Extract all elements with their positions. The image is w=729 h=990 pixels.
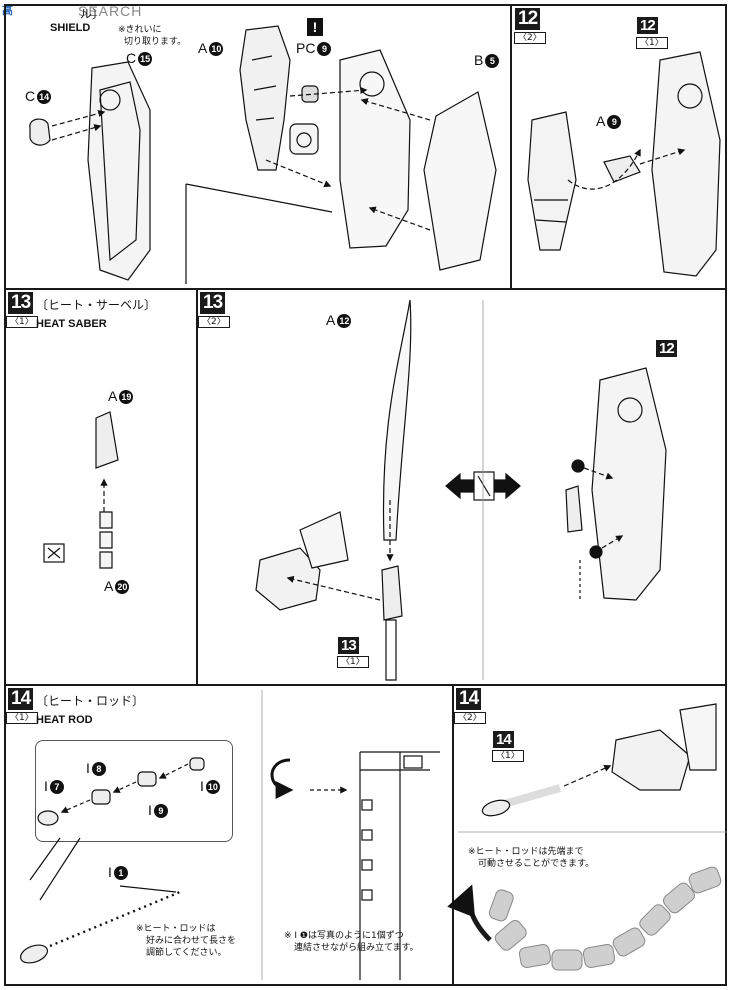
heat-rod-length-note-1: ※ヒート・ロッドは — [136, 924, 216, 934]
runner-note-1: ※ I ❶は写真のように1個ずつ — [284, 931, 404, 941]
step13-2-number: 13 — [200, 292, 226, 314]
step13-2-sub: 〈2〉 — [198, 316, 230, 328]
frame-a10 — [239, 25, 291, 171]
runner-frame — [359, 751, 440, 980]
step14-2-note-1: ※ヒート・ロッドは先端まで — [468, 847, 584, 857]
step12-1-title-jp: ル〕 — [80, 7, 105, 21]
shield-part-b5 — [423, 91, 497, 271]
step13-1-number: 13 — [8, 292, 34, 314]
shield-with-saber — [591, 367, 667, 601]
step13-2-right-ref-number: 12 — [656, 340, 677, 357]
saber-chain-a20 — [99, 511, 113, 569]
step13-1-title-jp: 〔ヒート・サーベル〕 — [36, 298, 157, 312]
step13-1-title-en: HEAT SABER — [36, 318, 107, 330]
step14-1-number: 14 — [8, 688, 34, 710]
caution-icon: ! — [307, 18, 323, 36]
step14-2-number: 14 — [456, 688, 482, 710]
rod-segment-i8 — [91, 789, 111, 805]
watermark-text: SEARCH — [78, 3, 143, 19]
step14-2-ref-sub: 〈1〉 — [492, 750, 524, 762]
shield-part-center — [339, 49, 411, 249]
hand-heat-rod — [611, 729, 691, 791]
step12-1-note-2: 切り取ります。 — [124, 37, 187, 47]
step14-2-sub: 〈2〉 — [454, 712, 486, 724]
step13-2-ref-sub: 〈1〉 — [337, 656, 369, 668]
arm-part — [527, 111, 577, 251]
step12-2-sub: 〈2〉 — [514, 32, 546, 44]
heat-rod-length-note-2: 好みに合わせて長さを — [146, 936, 237, 946]
step14-1-sub: 〈1〉 — [6, 712, 38, 724]
step12-2-number: 12 — [515, 8, 541, 30]
step14-1-title-en: HEAT ROD — [36, 714, 93, 726]
shield-assembled — [651, 51, 721, 277]
saber-blade-a12 — [382, 299, 412, 541]
saber-hilt-a19 — [95, 411, 119, 469]
grip-a9 — [603, 155, 641, 183]
heat-rod-length-note-3: 調節してください。 — [146, 948, 227, 958]
step14-2-note-2: 可動させることができます。 — [478, 859, 595, 869]
rod-tip-i7 — [37, 810, 59, 826]
step13-1-sub: 〈1〉 — [6, 316, 38, 328]
saber-hilt — [381, 565, 403, 621]
peg-c14 — [29, 118, 51, 146]
curve-arrow-icon — [447, 884, 492, 942]
rod-segment-i9 — [137, 771, 157, 787]
heat-rod-parts-box — [35, 740, 233, 842]
step13-2-ref-number: 13 — [338, 637, 359, 654]
step14-1-title-jp: 〔ヒート・ロッド〕 — [36, 694, 145, 708]
heat-rod-photo — [488, 866, 722, 971]
rod-segment-i10 — [189, 757, 205, 771]
step12-1-note-1: ※きれいに — [118, 25, 162, 35]
runner-note-2: 連結させながら組み立てます。 — [294, 943, 419, 953]
panel-step14-2 — [452, 684, 727, 986]
step12-2-ref-sub: 〈1〉 — [636, 37, 668, 49]
step12-1-title-en: SHIELD — [50, 22, 91, 34]
step14-2-ref-number: 14 — [493, 731, 514, 748]
watermark-logo: 高 — [2, 5, 13, 17]
step12-2-ref-number: 12 — [637, 17, 658, 34]
